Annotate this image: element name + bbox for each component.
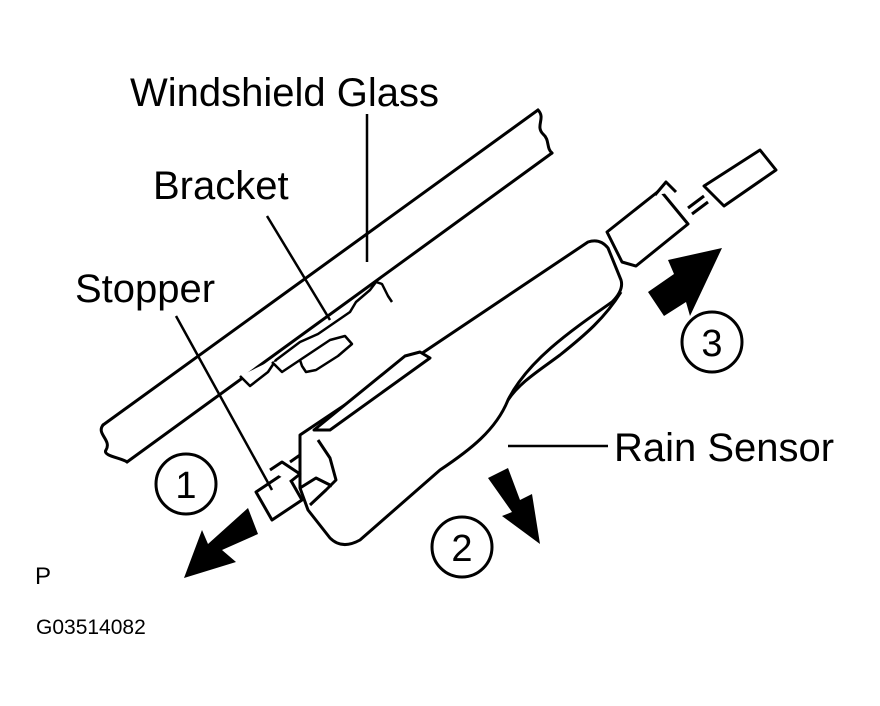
connector xyxy=(605,148,778,268)
step-circles: 1 2 3 xyxy=(154,310,744,579)
direction-arrows xyxy=(184,248,722,578)
stopper-leader xyxy=(174,315,274,491)
windshield-glass xyxy=(99,108,554,464)
step-3-number: 3 xyxy=(701,323,722,365)
view-letter: P xyxy=(35,563,51,590)
leader-lines xyxy=(174,114,608,491)
windshield-glass-label: Windshield Glass xyxy=(130,71,439,115)
stopper-label: Stopper xyxy=(75,267,215,311)
figure-code: G03514082 xyxy=(36,616,146,639)
arrow-step-3 xyxy=(648,248,722,316)
arrow-step-1 xyxy=(184,508,258,578)
step-3-circle xyxy=(680,310,744,374)
bracket xyxy=(239,280,394,388)
step-1-number: 1 xyxy=(175,465,196,507)
arrow-step-2 xyxy=(488,468,540,544)
step-2-circle xyxy=(430,515,494,579)
rain-sensor-body xyxy=(289,239,624,546)
step-1-circle xyxy=(154,452,218,516)
bracket-label: Bracket xyxy=(153,164,289,208)
stopper xyxy=(254,460,304,522)
bracket-leader xyxy=(265,215,332,321)
rain-sensor-label: Rain Sensor xyxy=(614,426,834,470)
step-2-number: 2 xyxy=(451,528,472,570)
